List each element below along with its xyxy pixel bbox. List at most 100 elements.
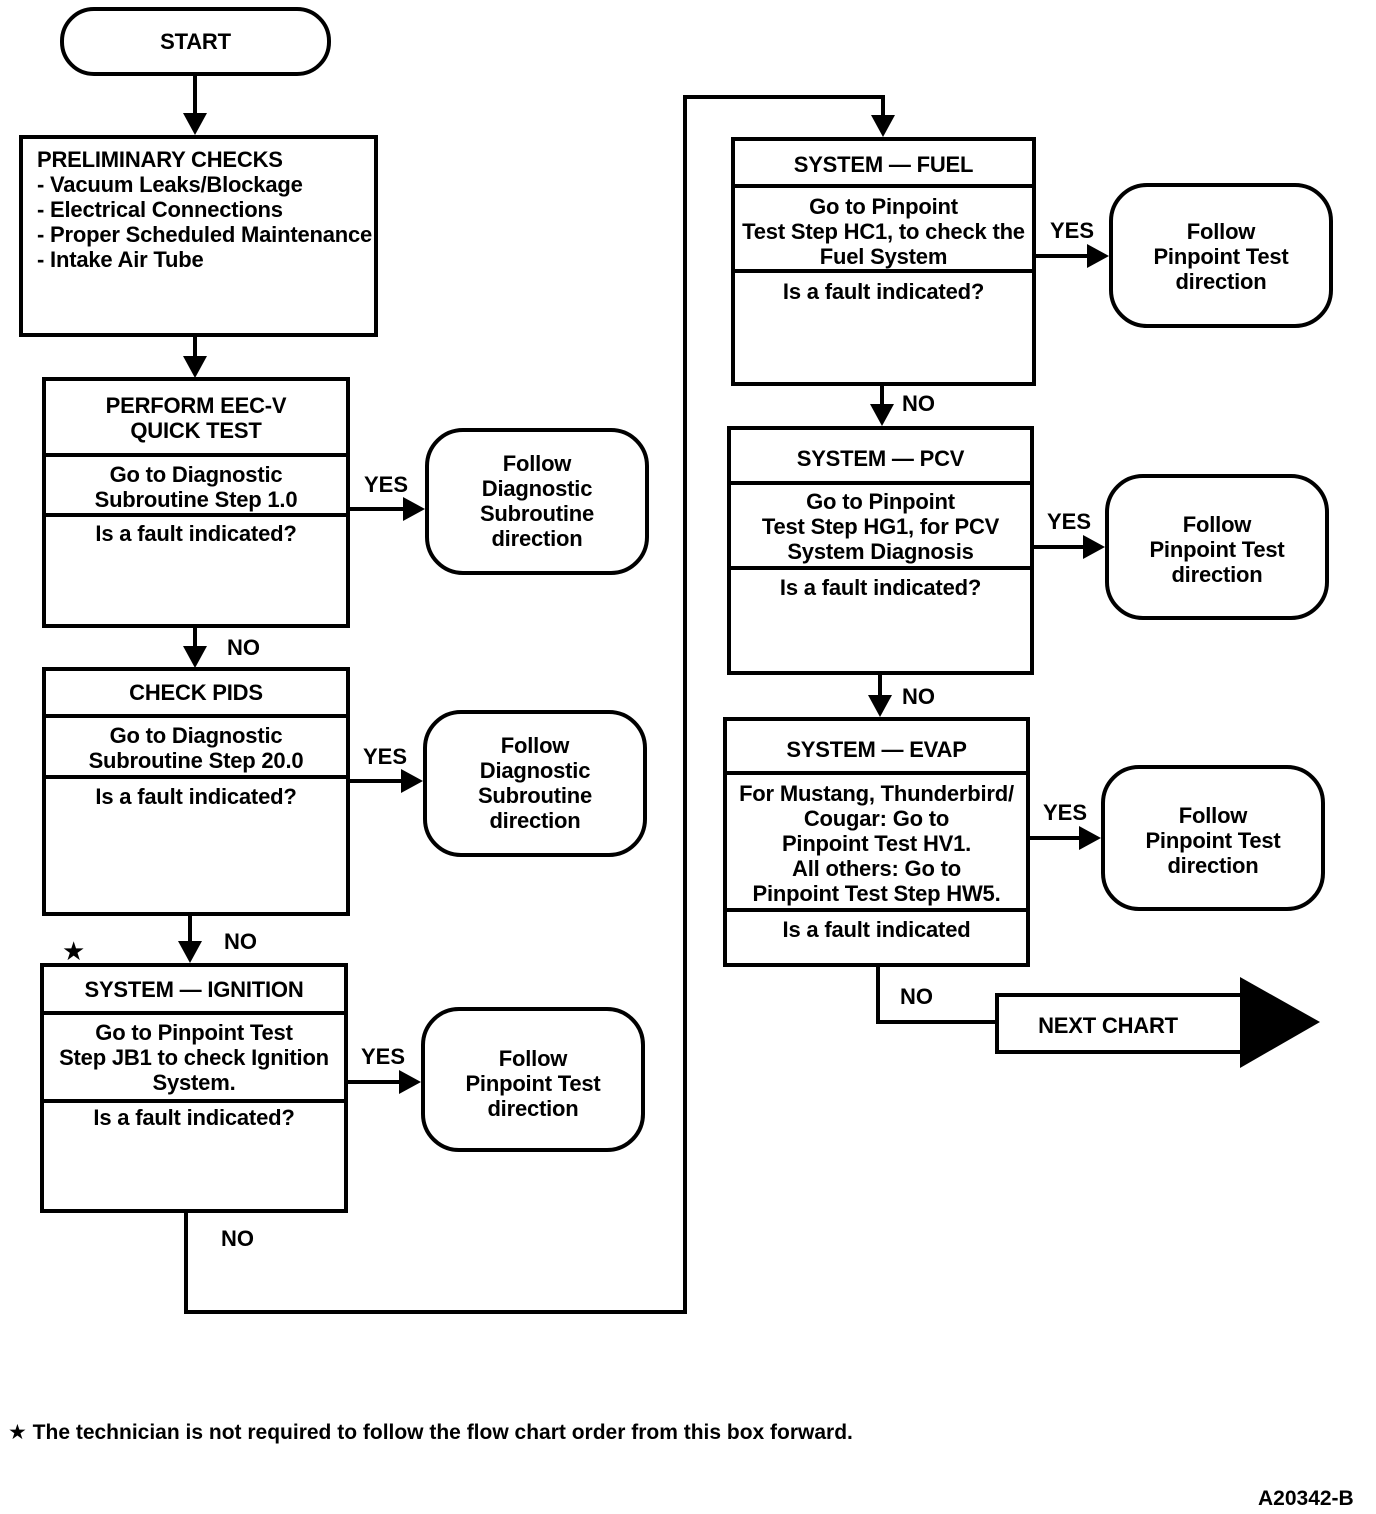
ignition-title: SYSTEM — IGNITION (84, 977, 304, 1002)
evap-result-box (1101, 765, 1325, 911)
fuel-result-box (1109, 183, 1333, 328)
pcv-box (727, 426, 1034, 675)
pids-result-box (423, 710, 647, 857)
arrowhead (183, 646, 207, 668)
result-line: Subroutine (479, 501, 595, 526)
ignition-box (40, 963, 348, 1213)
quick-test-action-line: Subroutine Step 1.0 (94, 487, 298, 512)
evap-box (723, 717, 1030, 967)
result-line: Follow (498, 1046, 568, 1071)
result-line: Follow (1182, 512, 1252, 537)
next-chart-arrowhead (1240, 977, 1320, 1068)
ignition-action-line: System. (152, 1070, 236, 1095)
quick-test-title-line: PERFORM EEC-V (105, 393, 287, 418)
arrowhead (870, 404, 894, 426)
star-marker: ★ (62, 936, 86, 966)
arrowhead (399, 1070, 421, 1094)
evap-action-line: Pinpoint Test Step HW5. (752, 881, 1001, 906)
fuel-action-line: Test Step HC1, to check the (742, 219, 1025, 244)
next-chart-box (995, 993, 1244, 1054)
fuel-no-label: NO (902, 391, 935, 416)
result-line: direction (491, 526, 583, 551)
evap-action-line: For Mustang, Thunderbird/ (739, 781, 1014, 806)
connector-evap-to-next-chart (876, 965, 997, 1024)
evap-result-text: Follow Pinpoint Test direction (1103, 803, 1323, 878)
arrowhead (401, 769, 423, 793)
result-line: Subroutine (477, 783, 593, 808)
arrowhead (1087, 244, 1109, 268)
fuel-yes-label: YES (1050, 218, 1095, 243)
arrowhead (871, 115, 895, 137)
result-line: Follow (500, 733, 570, 758)
result-line: Diagnostic (481, 476, 593, 501)
ignition-yes-label: YES (361, 1044, 406, 1069)
pcv-action-line: System Diagnosis (787, 539, 974, 564)
check-pids-yes-label: YES (363, 744, 408, 769)
ignition-question: Is a fault indicated? (93, 1105, 295, 1130)
footnote: ★ The technician is not required to foll… (8, 1421, 853, 1444)
ignition-result-box (421, 1007, 645, 1152)
quick-test-box (42, 377, 350, 628)
evap-action-line: Pinpoint Test HV1. (781, 831, 972, 856)
result-line: Pinpoint Test (1145, 828, 1281, 853)
check-pids-title: CHECK PIDS (129, 680, 263, 705)
pcv-result-text: Follow Pinpoint Test direction (1107, 512, 1327, 587)
result-line: direction (487, 1096, 579, 1121)
check-pids-no-label: NO (224, 929, 257, 954)
ignition-no-label: NO (221, 1226, 254, 1251)
fuel-result-text: Follow Pinpoint Test direction (1111, 219, 1331, 294)
pcv-action-line: Go to Pinpoint (806, 489, 955, 514)
connector-ignition-to-fuel (184, 95, 885, 1314)
arrowhead (1083, 535, 1105, 559)
next-chart-label: NEXT CHART (1038, 1013, 1178, 1038)
arrowhead (183, 356, 207, 378)
arrowhead (178, 941, 202, 963)
check-pids-question: Is a fault indicated? (95, 784, 297, 809)
ignition-action-line: Go to Pinpoint Test (95, 1020, 293, 1045)
pcv-action-line: Test Step HG1, for PCV (761, 514, 1000, 539)
evap-title: SYSTEM — EVAP (786, 737, 967, 762)
result-line: direction (1175, 269, 1267, 294)
evap-action: For Mustang, Thunderbird/ Cougar: Go to … (725, 781, 1028, 906)
fuel-action-line: Go to Pinpoint (809, 194, 958, 219)
fuel-action-line: Fuel System (819, 244, 948, 269)
result-line: Pinpoint Test (465, 1071, 601, 1096)
check-pids-action-line: Go to Diagnostic (109, 723, 283, 748)
preliminary-item: - Proper Scheduled Maintenance (37, 222, 373, 247)
result-line: Pinpoint Test (1149, 537, 1285, 562)
result-line: Follow (1186, 219, 1256, 244)
fuel-title: SYSTEM — FUEL (793, 152, 974, 177)
ignition-action-line: Step JB1 to check Ignition (59, 1045, 329, 1070)
pcv-question: Is a fault indicated? (779, 575, 982, 600)
arrowhead (183, 113, 207, 135)
quick-test-question: Is a fault indicated? (95, 521, 297, 546)
evap-action-line: Cougar: Go to (803, 806, 950, 831)
preliminary-title: PRELIMINARY CHECKS (37, 147, 283, 172)
check-pids-action-line: Subroutine Step 20.0 (88, 748, 304, 773)
result-line: direction (489, 808, 581, 833)
ignition-result-text: Follow Pinpoint Test direction (423, 1046, 643, 1121)
quick-test-result-box (425, 428, 649, 575)
fuel-action: Go to Pinpoint Test Step HC1, to check t… (733, 194, 1034, 269)
quick-test-result-text: Follow Diagnostic Subroutine direction (427, 451, 647, 551)
pcv-no-label: NO (902, 684, 935, 709)
pcv-action: Go to Pinpoint Test Step HG1, for PCV Sy… (729, 489, 1032, 564)
evap-question: Is a fault indicated (782, 917, 971, 942)
result-line: Pinpoint Test (1153, 244, 1289, 269)
pcv-yes-label: YES (1047, 509, 1092, 534)
quick-test-title-line: QUICK TEST (130, 418, 262, 443)
check-pids-result-text: Follow Diagnostic Subroutine direction (425, 733, 645, 833)
result-line: Follow (502, 451, 572, 476)
preliminary-item: - Electrical Connections (37, 197, 283, 222)
quick-test-yes-label: YES (364, 472, 409, 497)
arrowhead (403, 497, 425, 521)
pcv-result-box (1105, 474, 1329, 620)
result-line: Follow (1178, 803, 1248, 828)
check-pids-action: Go to Diagnostic Subroutine Step 20.0 (44, 723, 348, 773)
fuel-box (731, 137, 1036, 386)
quick-test-action-line: Go to Diagnostic (109, 462, 283, 487)
figure-id: A20342-B (1258, 1487, 1354, 1510)
evap-yes-label: YES (1043, 800, 1088, 825)
quick-test-action: Go to Diagnostic Subroutine Step 1.0 (44, 462, 348, 512)
